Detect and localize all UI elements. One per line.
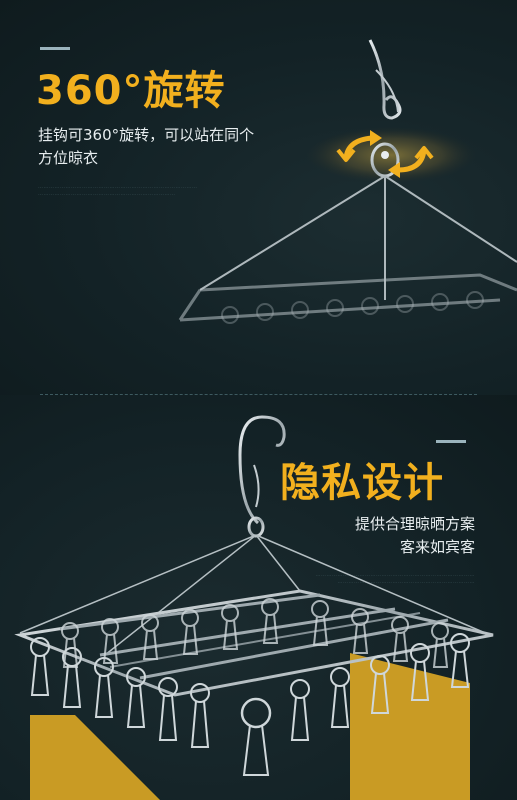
privacy-description-line-2: 客来如宾客: [399, 538, 475, 556]
heading-accent-bar: [436, 440, 466, 443]
clothespins: [30, 598, 470, 776]
rotate-fine-print-1: ……………………………………………………………………………: [38, 184, 198, 190]
rotate-description-line-1: 挂钩可360°旋转，可以站在同个: [38, 126, 255, 144]
rotate-fine-print-2: …………………………………………………………………: [38, 191, 176, 197]
privacy-description-line-1: 提供合理晾晒方案: [354, 515, 475, 533]
rotate-description: 挂钩可360°旋转，可以站在同个 方位晾衣: [38, 124, 254, 170]
rack-frame: [178, 273, 517, 322]
privacy-feature-panel: 隐私设计 提供合理晾晒方案 客来如宾客 ………………………………………………………: [0, 395, 517, 800]
rotate-arrows-icon: [336, 130, 434, 178]
rotate-description-line-2: 方位晾衣: [38, 149, 99, 167]
highlight-block-left: [30, 715, 160, 800]
privacy-heading: 隐私设计: [280, 460, 444, 506]
rotate-feature-panel: 360°旋转 挂钩可360°旋转，可以站在同个 方位晾衣 ………………………………: [0, 0, 517, 395]
highlight-block-right: [350, 653, 470, 800]
privacy-fine-print-1: ……………………………………………………………………………: [315, 572, 475, 578]
privacy-description: 提供合理晾晒方案 客来如宾客: [355, 513, 475, 559]
hook-icon: [238, 415, 286, 525]
rotation-glow: [306, 127, 476, 183]
privacy-fine-print-2: …………………………………………………………………: [337, 579, 475, 585]
rotate-heading: 360°旋转: [36, 68, 226, 114]
heading-accent-bar: [40, 47, 70, 50]
clothes-rack-illustration: [14, 415, 494, 800]
rotating-hook-illustration: [178, 39, 517, 324]
section-divider: [40, 394, 477, 395]
